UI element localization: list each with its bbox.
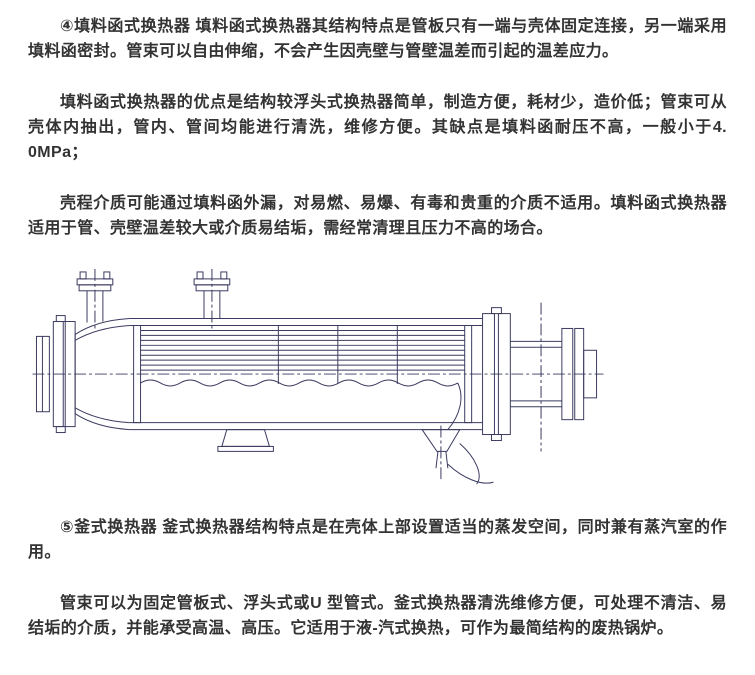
inlet-nozzle xyxy=(76,271,114,323)
stuffing-box-heat-exchanger-figure xyxy=(28,267,727,495)
paragraph-stuffing-box-structure: ④填料函式换热器 填料函式换热器其结构特点是管板只有一端与壳体固定连接，另一端采… xyxy=(28,18,727,60)
left-head xyxy=(35,315,130,434)
paragraph-kettle-details: 管束可以为固定管板式、浮头式或U 型管式。釜式换热器清洗维修方便，可处理不清洁、… xyxy=(28,595,727,637)
wave-break-line xyxy=(140,379,462,430)
heat-exchanger-drawing xyxy=(32,268,604,485)
manhole-nozzle xyxy=(193,271,231,319)
stuffing-box-assembly xyxy=(482,307,598,441)
centerline-axes xyxy=(32,268,604,482)
paragraph-stuffing-box-applicability: 壳程介质可能通过填料函外漏，对易燃、易爆、有毒和贵重的介质不适用。填料函式换热器… xyxy=(28,195,727,237)
paragraph-stuffing-box-pros-cons: 填料函式换热器的优点是结构较浮头式换热器简单，制造方便，耗材少，造价低；管束可从… xyxy=(28,94,727,161)
support-saddle xyxy=(217,429,274,452)
tube-bundle xyxy=(140,325,465,384)
drain-funnel xyxy=(421,429,494,485)
paragraph-kettle-structure: ⑤釜式换热器 釜式换热器结构特点是在壳体上部设置适当的蒸发空间，同时兼有蒸汽室的… xyxy=(28,519,727,561)
